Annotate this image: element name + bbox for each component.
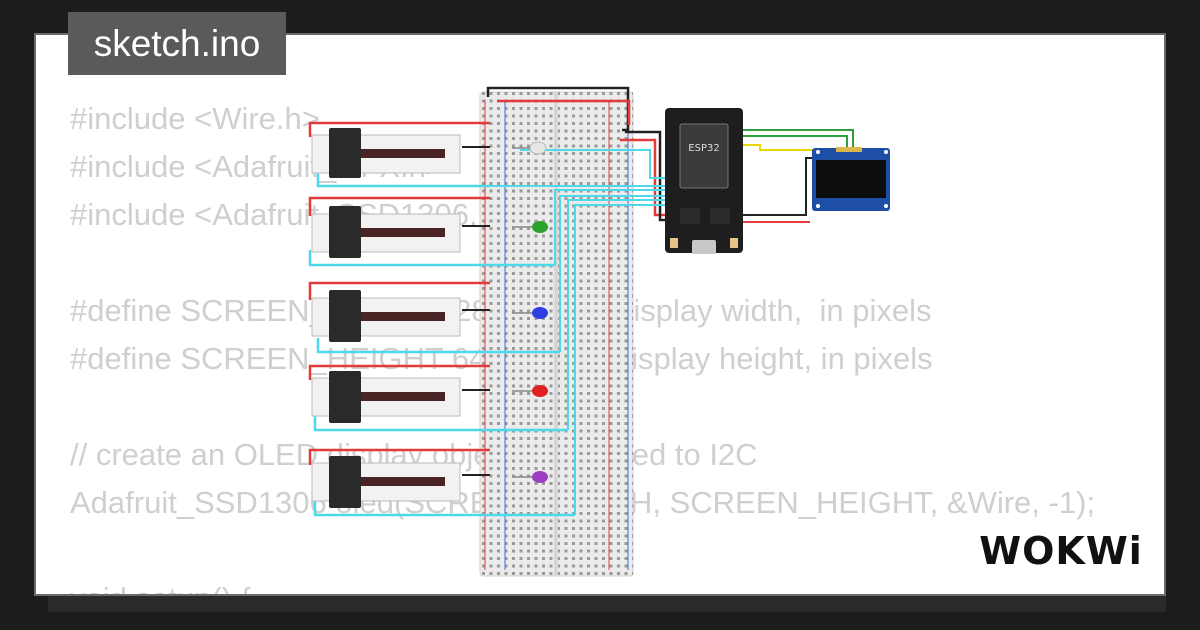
slider-potentiometer[interactable] xyxy=(308,281,560,354)
wire-signal xyxy=(490,149,668,515)
esp32-label: ESP32 xyxy=(688,143,719,154)
wokwi-logo-text: WOKWi xyxy=(979,529,1143,573)
code-line: void setup() { xyxy=(70,575,1095,594)
slider-potentiometer[interactable] xyxy=(308,121,490,188)
code-line: #include <Wire.h> xyxy=(70,101,320,136)
wokwi-logo: WOKWi xyxy=(979,529,1143,573)
led-blue[interactable] xyxy=(512,307,548,319)
esp32-board[interactable]: ESP32 xyxy=(665,108,743,254)
slider-potentiometer[interactable] xyxy=(308,196,555,267)
led-white[interactable] xyxy=(512,141,547,155)
led-red[interactable] xyxy=(512,385,548,397)
breadboard[interactable] xyxy=(479,91,634,577)
card-shadow xyxy=(48,596,1166,612)
slider-potentiometer[interactable] xyxy=(308,364,568,432)
led-purple[interactable] xyxy=(512,471,548,483)
slider-potentiometer[interactable] xyxy=(308,448,575,517)
tab-sketch-ino[interactable]: sketch.ino xyxy=(68,12,286,75)
led-green[interactable] xyxy=(512,221,548,233)
oled-display[interactable] xyxy=(812,147,890,211)
